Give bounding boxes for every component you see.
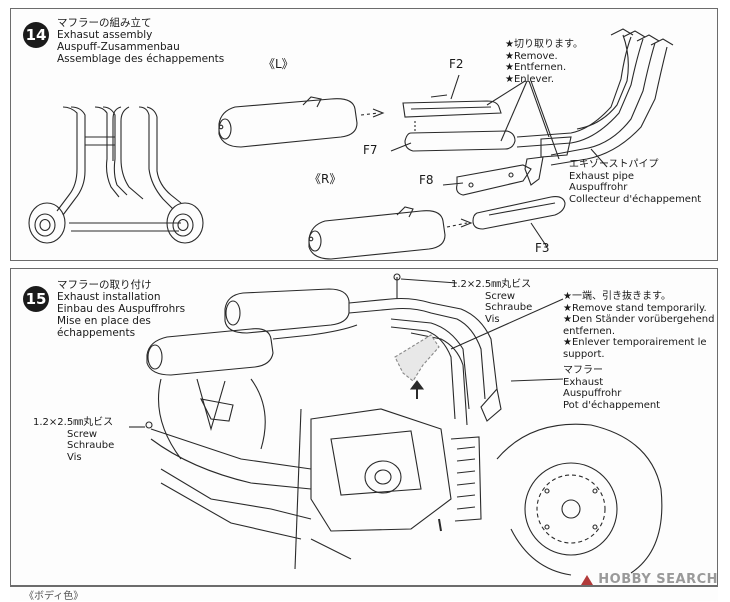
step-number-badge: 14 [23,22,49,48]
screw-top-marker [393,273,458,299]
step-15-illustration [129,273,663,576]
muffler-right [308,206,473,260]
exhaust-pipe-label: エキゾーストパイプ Exhaust pipe Auspuffrohr Colle… [569,159,702,205]
step-15-panel: 15 マフラーの取り付け Exhaust installation Einbau… [10,268,718,586]
remove-note: ★切り取ります。 ★Remove. ★Entfernen. ★Enlever. [505,39,583,85]
part-f3-label: F3 [535,241,550,255]
header-pipes-front-view [56,106,182,232]
muffler-upper [224,288,350,334]
step-14-panel: 14 マフラーの組み立て Exhasut assembly Auspuff-Zu… [10,8,718,261]
part-f8-label: F8 [419,173,434,187]
screw-left-label: 1.2×2.5㎜丸ビス Screw Schraube Vis [33,417,115,463]
screw-left-marker [129,421,153,429]
step-14-illustration [28,28,674,260]
next-section-strip: 《ボディ色》 [10,586,718,602]
right-side-label: 《R》 [309,172,342,186]
step-title: マフラーの組み立て Exhasut assembly Auspuff-Zusam… [57,17,225,65]
muffler-left [218,96,385,148]
front-wheel [496,423,663,576]
part-f7-shape [404,121,516,152]
part-f7-label: F7 [363,143,378,157]
silencer-end-left [28,202,204,244]
step-number-badge: 15 [23,286,49,312]
exhaust-pipes-installed [272,297,502,426]
rear-wheel [158,378,266,460]
watermark-text: HOBBY SEARCH [598,572,718,587]
part-f3-shape [472,196,566,230]
part-f2-shape [402,94,502,118]
muffler-label: マフラー Exhaust Auspuffrohr Pot d'échappeme… [563,365,661,411]
watermark: HOBBY SEARCH [580,572,718,587]
part-f8-shape [456,164,532,196]
motorcycle-frame [150,398,482,570]
stand-removal-note: ★一端、引き抜きます。 ★Remove stand temporarily. ★… [563,291,715,360]
step-title: マフラーの取り付け Exhaust installation Einbau de… [57,279,186,339]
next-section-heading: 《ボディ色》 [24,591,84,602]
exhaust-collector-pipes [516,28,674,186]
muffler-lower [146,328,274,376]
stand-ghost [394,334,440,382]
part-f2-label: F2 [449,57,464,71]
screw-top-label: 1.2×2.5㎜丸ビス Screw Schraube Vis [451,279,533,325]
left-side-label: 《L》 [263,57,294,71]
hobby-search-logo-icon [581,574,594,585]
